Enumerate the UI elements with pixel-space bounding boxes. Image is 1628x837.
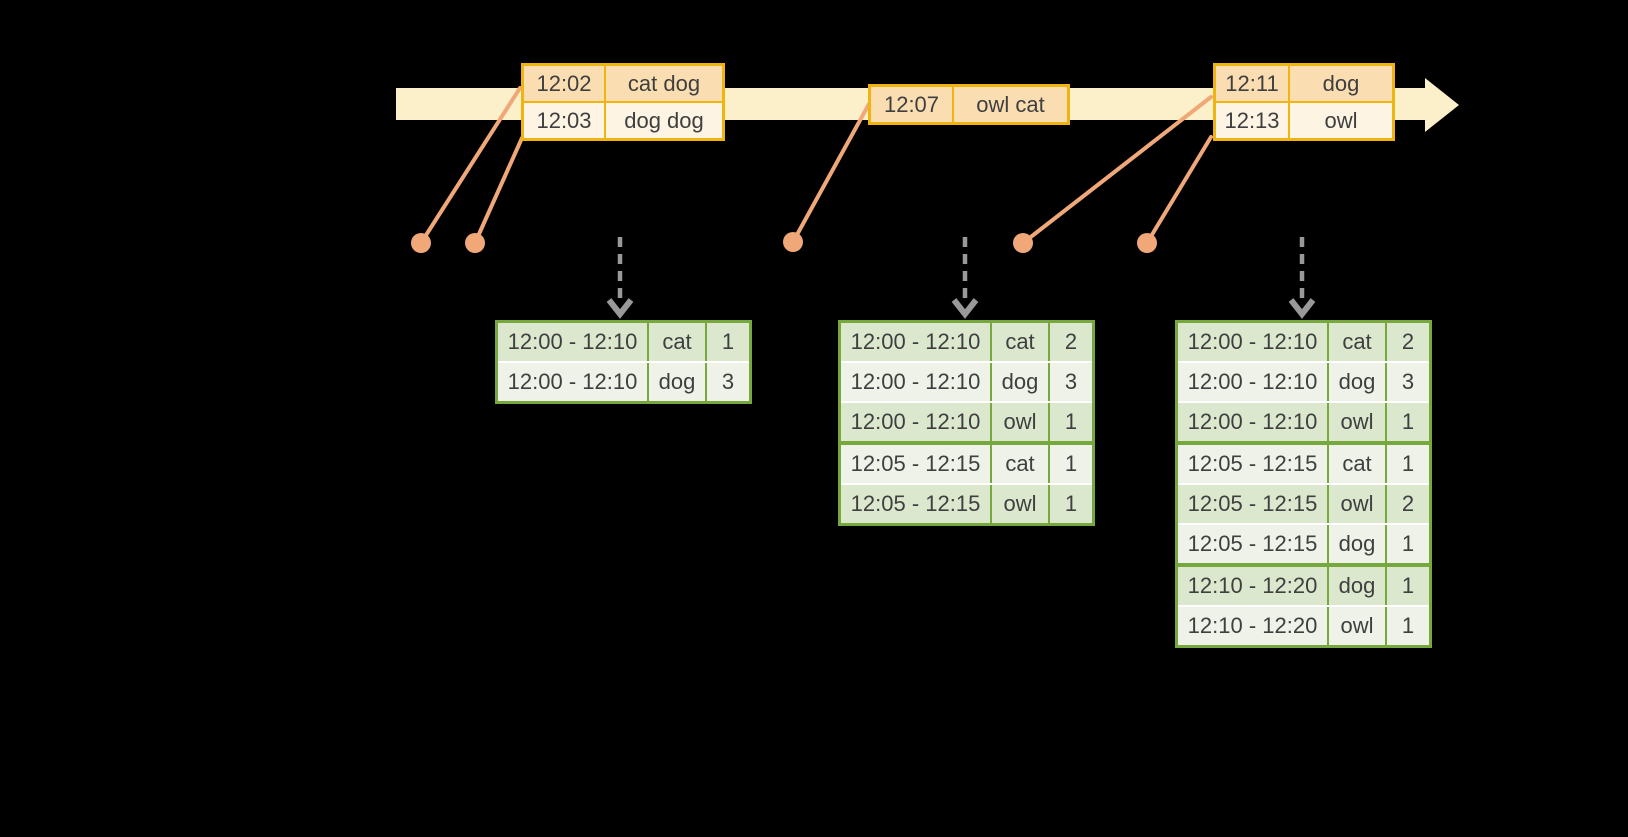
cell-window: 12:00 - 12:10 — [1187, 329, 1318, 354]
cell-word: dog — [647, 363, 705, 401]
cell-words: dog dog — [604, 103, 722, 138]
timeline-arrowhead-icon — [1425, 78, 1459, 132]
cell-count: 1 — [705, 323, 749, 361]
table-row: 12:11 dog — [1216, 66, 1392, 101]
cell-word: dog — [1327, 363, 1385, 401]
cell-window: 12:05 - 12:15 — [1187, 451, 1318, 476]
cell-window: 12:10 - 12:20 — [1187, 613, 1318, 638]
cell-time: 12:03 — [536, 108, 592, 133]
cell-word: cat — [1327, 445, 1385, 483]
event-table-1: 12:02 cat dog 12:03 dog dog — [521, 63, 725, 141]
cell-count: 1 — [1048, 445, 1092, 483]
event-connector-line — [419, 86, 522, 245]
cell-window: 12:05 - 12:15 — [1187, 491, 1318, 516]
cell-window: 12:05 - 12:15 — [850, 491, 981, 516]
cell-window: 12:00 - 12:10 — [507, 329, 638, 354]
cell-word: owl — [1327, 607, 1385, 645]
table-row: 12:07 owl cat — [871, 87, 1067, 122]
cell-words: owl cat — [952, 87, 1067, 122]
cell-window: 12:10 - 12:20 — [1187, 573, 1318, 598]
cell-count: 3 — [1385, 363, 1429, 401]
cell-count: 1 — [1048, 403, 1092, 441]
table-row: 12:03 dog dog — [524, 101, 722, 138]
cell-word: dog — [1327, 567, 1385, 605]
cell-window: 12:00 - 12:10 — [1187, 409, 1318, 434]
cell-words: cat dog — [604, 66, 722, 101]
cell-word: dog — [1327, 525, 1385, 563]
cell-words: dog — [1288, 66, 1392, 101]
trigger-arrow-icon — [951, 237, 979, 319]
cell-count: 2 — [1048, 323, 1092, 361]
cell-count: 1 — [1385, 403, 1429, 441]
cell-count: 1 — [1385, 525, 1429, 563]
cell-window: 12:05 - 12:15 — [1187, 531, 1318, 556]
event-dot-icon — [411, 233, 431, 253]
trigger-arrow-icon — [1288, 237, 1316, 319]
cell-word: owl — [1327, 485, 1385, 523]
event-connector-line — [791, 102, 871, 244]
cell-word: owl — [990, 403, 1048, 441]
cell-word: cat — [647, 323, 705, 361]
event-table-2: 12:07 owl cat — [868, 84, 1070, 125]
event-table-3: 12:11 dog 12:13 owl — [1213, 63, 1395, 141]
cell-window: 12:00 - 12:10 — [850, 409, 981, 434]
cell-count: 1 — [1385, 567, 1429, 605]
cell-count: 2 — [1385, 323, 1429, 361]
event-dot-icon — [1013, 233, 1033, 253]
event-connector-line — [1145, 135, 1213, 245]
cell-word: cat — [1327, 323, 1385, 361]
cell-time: 12:13 — [1224, 108, 1280, 133]
cell-window: 12:00 - 12:10 — [850, 329, 981, 354]
cell-word: dog — [990, 363, 1048, 401]
cell-words: owl — [1288, 103, 1392, 138]
cell-time: 12:11 — [1225, 71, 1279, 96]
cell-time: 12:02 — [536, 71, 592, 96]
cell-count: 1 — [1385, 607, 1429, 645]
table-row: 12:02 cat dog — [524, 66, 722, 101]
cell-window: 12:00 - 12:10 — [1187, 369, 1318, 394]
cell-count: 3 — [1048, 363, 1092, 401]
cell-word: cat — [990, 323, 1048, 361]
cell-count: 3 — [705, 363, 749, 401]
cell-window: 12:05 - 12:15 — [850, 451, 981, 476]
cell-count: 2 — [1385, 485, 1429, 523]
event-dot-icon — [783, 232, 803, 252]
event-connector-line — [1021, 95, 1213, 245]
cell-count: 1 — [1385, 445, 1429, 483]
cell-window: 12:00 - 12:10 — [850, 369, 981, 394]
cell-time: 12:07 — [883, 92, 940, 117]
cell-word: owl — [1327, 403, 1385, 441]
event-dot-icon — [1137, 233, 1157, 253]
cell-word: cat — [990, 445, 1048, 483]
event-connector-line — [473, 136, 524, 245]
cell-word: owl — [990, 485, 1048, 523]
event-dot-icon — [465, 233, 485, 253]
table-row: 12:13 owl — [1216, 101, 1392, 138]
trigger-arrow-icon — [606, 237, 634, 319]
cell-window: 12:00 - 12:10 — [507, 369, 638, 394]
cell-count: 1 — [1048, 485, 1092, 523]
